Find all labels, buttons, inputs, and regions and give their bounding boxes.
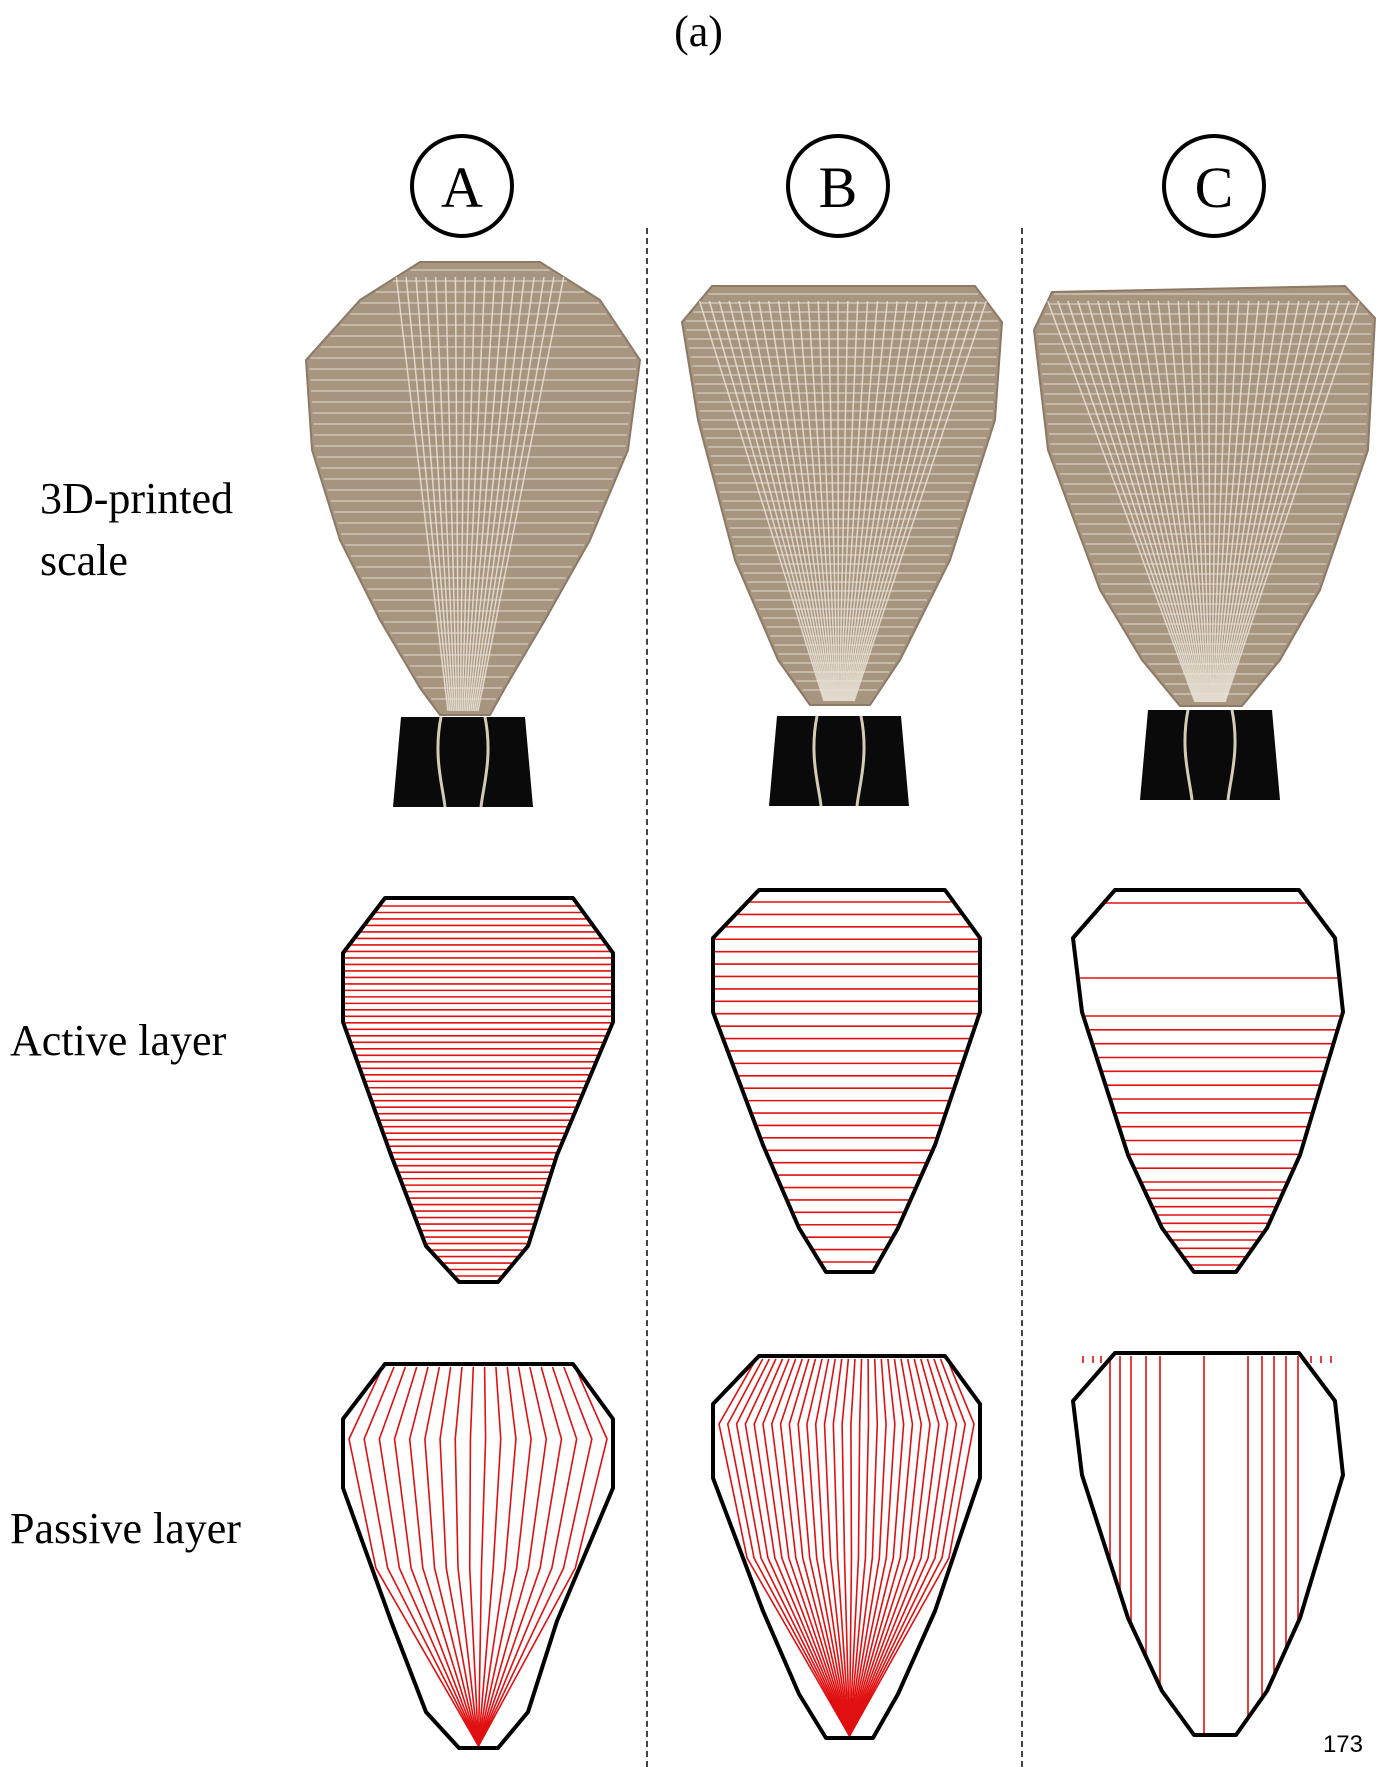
passive-outline	[1073, 1353, 1343, 1735]
passive-fiber-line	[850, 1359, 966, 1736]
printed-scale-b	[682, 286, 1002, 806]
printed-scale-body	[682, 286, 1002, 705]
passive-fiber-line	[470, 1367, 479, 1746]
binder-clip	[769, 716, 909, 806]
printed-scale-a	[306, 262, 640, 807]
binder-clip	[393, 717, 533, 807]
binder-clip	[1140, 710, 1280, 800]
page-number: 173	[1323, 1731, 1363, 1759]
passive-outline	[343, 1364, 613, 1748]
printed-scale-c	[1034, 286, 1375, 800]
active-layer-c	[1073, 890, 1343, 1272]
passive-fiber-line	[479, 1367, 486, 1746]
printed-filament	[838, 301, 839, 701]
passive-fiber-line	[379, 1367, 478, 1746]
passive-fiber-line	[395, 1367, 479, 1746]
active-layer-b	[713, 890, 980, 1272]
passive-layer-a	[343, 1364, 613, 1748]
passive-layer-c	[1073, 1353, 1343, 1735]
passive-layer-b	[713, 1356, 980, 1738]
active-outline	[713, 890, 980, 1272]
active-layer-a	[343, 898, 613, 1282]
passive-fiber-line	[728, 1359, 850, 1736]
